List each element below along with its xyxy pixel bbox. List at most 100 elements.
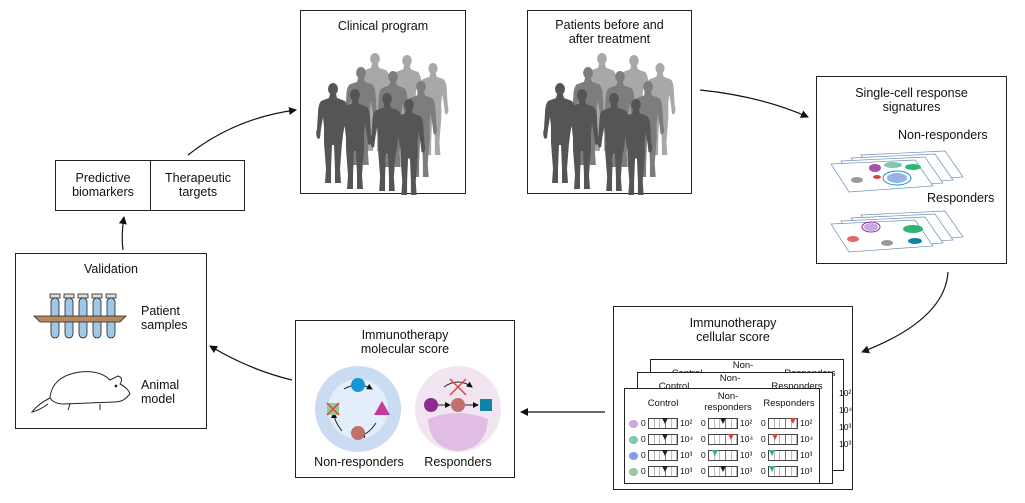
scale-min-label: 0 — [701, 418, 706, 428]
score-row: 0 10³ 0 10³ 0 10³ — [625, 449, 819, 463]
score-flag — [662, 418, 668, 424]
scale-max-label: 10³ — [740, 450, 753, 460]
cell-type-marker — [629, 452, 638, 460]
cell-type-marker — [629, 436, 638, 444]
scale-min-label: 0 — [761, 450, 766, 460]
arrow-validation-to-outcomes — [118, 216, 127, 251]
score-flag — [769, 450, 775, 456]
scale-max-label: 10⁴ — [680, 434, 694, 444]
cellular-score-box: Immunotherapy cellular score Control Non… — [613, 306, 853, 490]
cellular-score-title-1: Immunotherapy — [689, 316, 777, 330]
molecular-score-title-2: molecular score — [360, 342, 450, 356]
signatures-title-1: Single-cell response — [855, 86, 968, 100]
patient-samples-label-2: samples — [141, 318, 188, 332]
arrow-patients-to-signatures — [699, 89, 809, 118]
score-row: 0 10² 0 10² 0 10² — [625, 417, 819, 431]
back1-max-label: 10³ — [839, 422, 852, 432]
front-responders-header: Responders — [763, 398, 815, 409]
signatures-responders-label: Responders — [927, 191, 995, 205]
validation-box: Validation Patient samples Animal model — [15, 253, 207, 429]
score-scale — [768, 434, 798, 445]
scale-min-label: 0 — [761, 466, 766, 476]
scale-max-label: 10³ — [680, 450, 693, 460]
cell-type-marker — [629, 468, 638, 476]
front-non-header-1: Non- — [717, 391, 739, 402]
scale-min-label: 0 — [641, 450, 646, 460]
arrow-molecular-to-validation — [209, 345, 293, 381]
patients-title-1: Patients before and — [555, 18, 664, 32]
scale-min-label: 0 — [701, 450, 706, 460]
score-flag — [662, 466, 668, 472]
patients-box: Patients before and after treatment — [527, 10, 692, 195]
scale-min-label: 0 — [701, 466, 706, 476]
score-scale — [708, 434, 738, 445]
clinical-program-title: Clinical program — [337, 19, 429, 33]
cellular-score-title-2: cellular score — [696, 330, 770, 344]
scale-max-label: 10³ — [740, 466, 753, 476]
signatures-title-2: signatures — [882, 100, 941, 114]
patients-title-2: after treatment — [568, 32, 651, 46]
molecular-responders-label: Responders — [424, 455, 492, 469]
back1-responders-header: Responders — [771, 381, 823, 392]
molecular-score-box: Immunotherapy molecular score — [295, 320, 515, 478]
outcomes-divider — [150, 161, 152, 210]
patient-crowd-illustration — [543, 53, 676, 195]
front-non-header-2: responders — [704, 402, 752, 413]
clinical-program-box: Clinical program — [300, 10, 466, 195]
patient-crowd-illustration — [316, 53, 449, 195]
score-flag — [790, 418, 796, 424]
back1-max-label: 10³ — [839, 439, 852, 449]
scale-min-label: 0 — [761, 434, 766, 444]
biomarkers-label-1: Predictive — [75, 171, 131, 185]
score-flag — [712, 450, 718, 456]
targets-label-2: targets — [178, 185, 218, 199]
mouse-illustration — [30, 371, 131, 413]
molecular-score-title-1: Immunotherapy — [361, 328, 449, 342]
score-flag — [769, 466, 775, 472]
back2-non-header: Non- — [732, 360, 754, 371]
responder-cell — [415, 366, 501, 452]
arrow-signatures-to-cellular — [861, 271, 949, 354]
score-scale — [768, 418, 798, 429]
back1-control-header: Control — [658, 381, 690, 392]
signatures-box: Single-cell response signatures Non-resp… — [816, 76, 1007, 264]
score-flag — [772, 434, 778, 440]
biomarkers-label-2: biomarkers — [72, 185, 134, 199]
animal-model-label-1: Animal — [141, 378, 180, 392]
score-flag — [728, 434, 734, 440]
signatures-non-responders-label: Non-responders — [898, 128, 988, 142]
score-flag — [662, 434, 668, 440]
cell-type-marker — [629, 420, 638, 428]
scale-max-label: 10⁴ — [800, 434, 814, 444]
scale-max-label: 10² — [740, 418, 753, 428]
scale-max-label: 10² — [680, 418, 693, 428]
non-responder-cell — [315, 366, 401, 452]
test-tube-rack-illustration — [33, 293, 127, 339]
score-flag — [662, 450, 668, 456]
scale-min-label: 0 — [641, 418, 646, 428]
score-scale — [768, 450, 798, 461]
score-flag — [720, 418, 726, 424]
targets-label-1: Therapeutic — [164, 171, 231, 185]
scale-max-label: 10³ — [800, 466, 813, 476]
scale-max-label: 10⁴ — [740, 434, 754, 444]
score-scale — [708, 450, 738, 461]
arrow-outcomes-to-clinical — [187, 106, 297, 156]
animal-model-label-2: model — [141, 392, 176, 406]
outcomes-box: Predictive biomarkers Therapeutic target… — [55, 160, 245, 211]
back1-max-label: 10² — [839, 388, 852, 398]
molecular-cells-illustration — [315, 366, 501, 452]
scale-max-label: 10² — [800, 418, 813, 428]
scale-min-label: 0 — [641, 466, 646, 476]
scale-min-label: 0 — [761, 418, 766, 428]
score-flag — [720, 466, 726, 472]
back1-max-label: 10⁴ — [839, 405, 853, 415]
responder-umap-stack — [830, 210, 964, 253]
scale-max-label: 10³ — [680, 466, 693, 476]
front-control-header: Control — [647, 398, 679, 409]
scale-max-label: 10³ — [800, 450, 813, 460]
validation-title: Validation — [84, 262, 138, 276]
score-scale — [768, 466, 798, 477]
